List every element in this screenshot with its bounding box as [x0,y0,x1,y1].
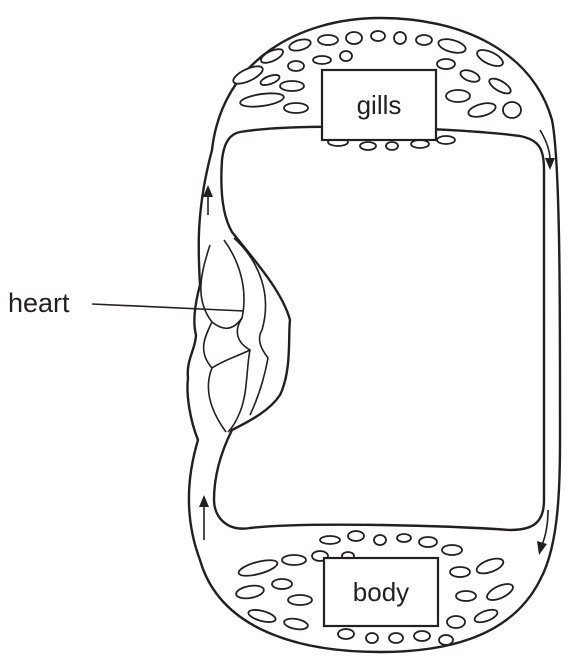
flow-arrow-lower-right [537,510,548,555]
heart-label: heart [8,288,70,318]
gills-box: gills [322,70,436,140]
heart-outer-chamber [201,245,226,432]
body-box: body [324,558,438,626]
flow-arrow-lower-left [199,495,209,540]
gills-label: gills [357,90,402,120]
heart-inner-chamber [224,240,250,432]
body-label: body [353,577,409,607]
inner-vessel-wall [214,127,544,530]
heart-leader-line [92,304,244,311]
heart-fold [212,318,250,368]
heart-septum [234,238,268,415]
